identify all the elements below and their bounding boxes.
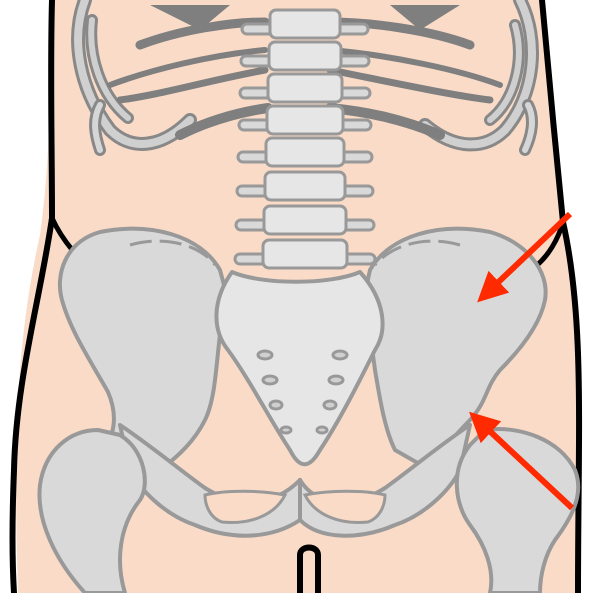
vertebra-body xyxy=(270,10,340,38)
vertebra-body xyxy=(264,206,346,234)
vertebra-body xyxy=(265,172,345,200)
vertebra-body xyxy=(268,74,342,102)
vertebra-body xyxy=(267,106,343,134)
vertebra-body xyxy=(263,240,347,268)
vertebra-body xyxy=(269,42,341,70)
vertebra-body xyxy=(266,138,344,166)
